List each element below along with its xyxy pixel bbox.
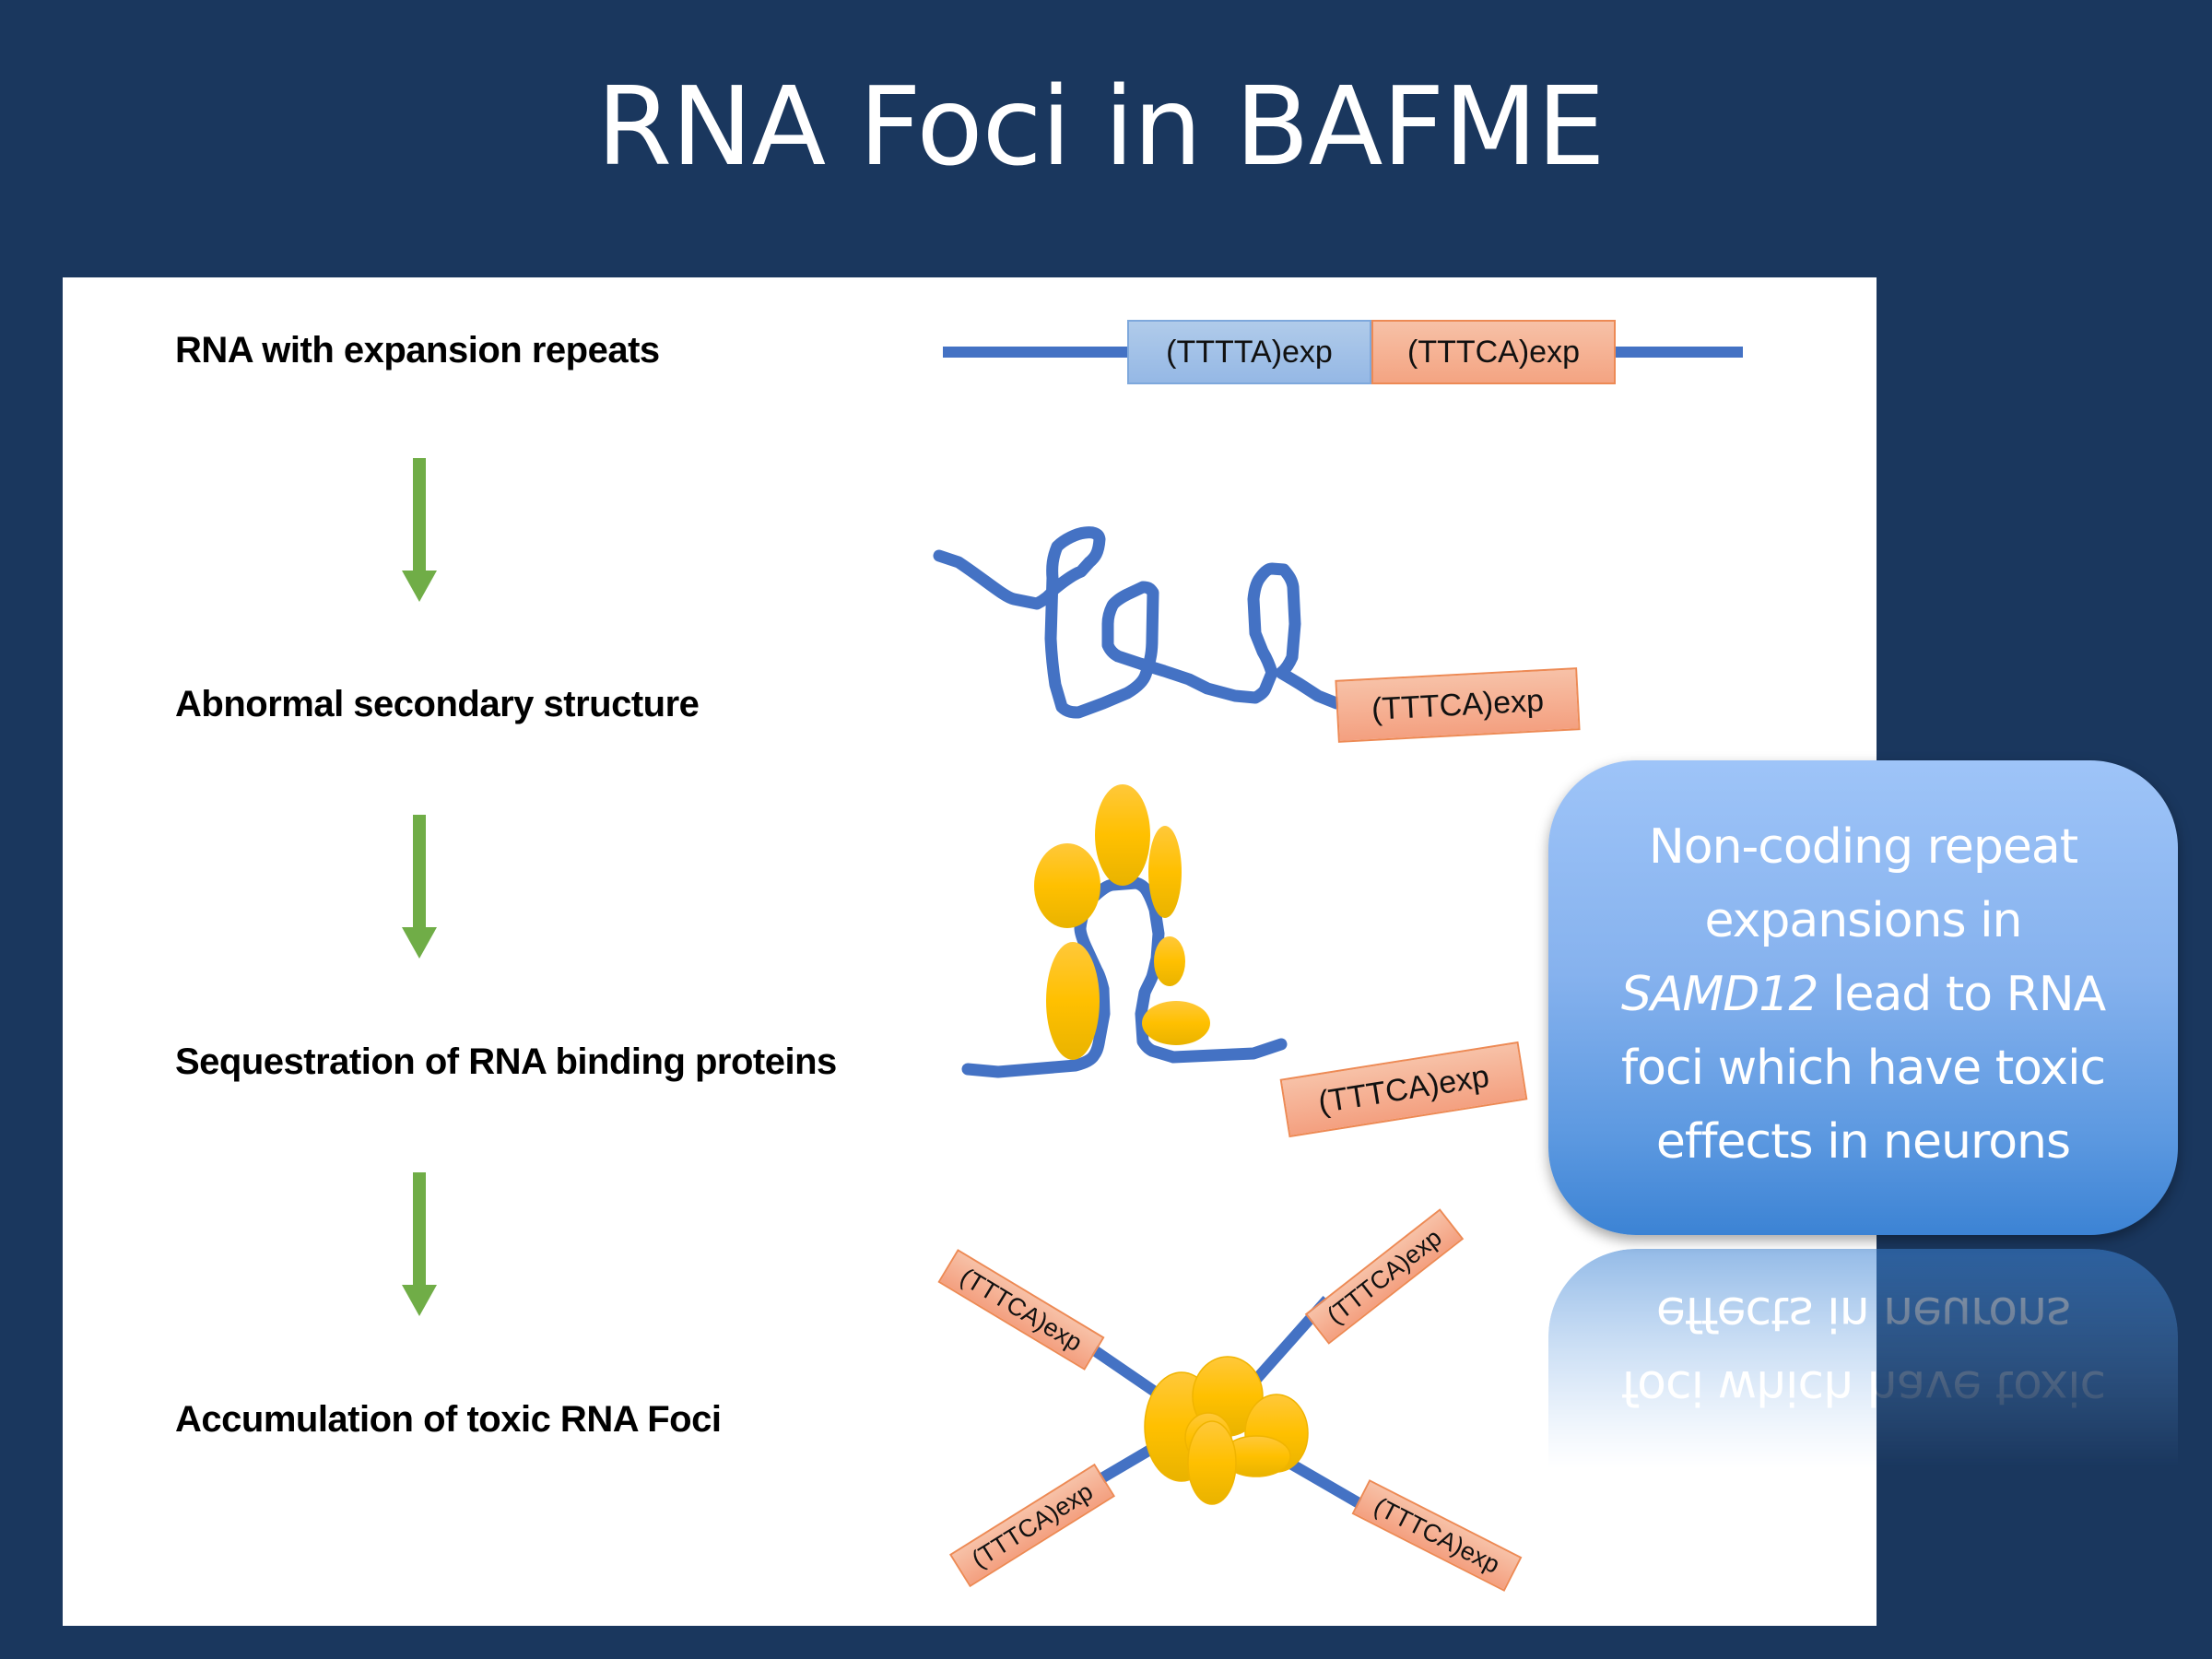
repeat-tag-secondary-structure: (TTTCA)exp (1335, 667, 1581, 743)
protein-blob (1034, 843, 1100, 928)
callout-line: SAMD12 lead to RNA (1569, 958, 2159, 1031)
step-label-sequestration: Sequestration of RNA binding proteins (175, 1041, 837, 1082)
slide-title: RNA Foci in BAFME (596, 63, 1606, 190)
flow-arrow-2 (402, 815, 437, 959)
protein-blob (1142, 1001, 1210, 1045)
callout-text: Non-coding repeat expansions in SAMD12 l… (1569, 810, 2159, 1179)
step-label-rna-expansion: RNA with expansion repeats (175, 330, 660, 371)
repeat-segment-tttta: (TTTTA)exp (1127, 320, 1371, 384)
callout-line-rest: lead to RNA (1818, 966, 2106, 1022)
protein-blob (1187, 1420, 1237, 1505)
callout-line: expansions in (1704, 892, 2022, 948)
reflection-line: foci which have toxic (1620, 1359, 2106, 1415)
step-label-accumulation: Accumulation of toxic RNA Foci (175, 1399, 722, 1440)
callout-line: effects in neurons (1655, 1113, 2071, 1170)
rna-secondary-structure-strand (933, 526, 1343, 719)
reflection-text: foci which have toxic effects in neurons (1548, 1277, 2178, 1424)
callout-line: Non-coding repeat (1648, 818, 2078, 875)
summary-callout: Non-coding repeat expansions in SAMD12 l… (1548, 760, 2178, 1235)
linear-rna-strand (943, 347, 1743, 358)
flow-arrow-1 (402, 458, 437, 602)
gene-name: SAMD12 (1620, 966, 1819, 1022)
rna-sequestration-strand (961, 877, 1288, 1078)
step-label-secondary-structure: Abnormal secondary structure (175, 684, 700, 724)
protein-blob (1046, 942, 1100, 1060)
sequestration-proteins (1034, 784, 1210, 1060)
reflection-line: effects in neurons (1655, 1286, 2071, 1341)
repeat-segment-tttca: (TTTCA)exp (1371, 320, 1616, 384)
protein-blob (1154, 936, 1185, 986)
foci-protein-cluster (1144, 1356, 1309, 1505)
protein-blob (1095, 784, 1150, 886)
flow-arrow-3 (402, 1172, 437, 1316)
protein-blob (1148, 826, 1182, 918)
callout-reflection: foci which have toxic effects in neurons (1548, 1249, 2178, 1479)
callout-line: foci which have toxic (1620, 1040, 2106, 1096)
